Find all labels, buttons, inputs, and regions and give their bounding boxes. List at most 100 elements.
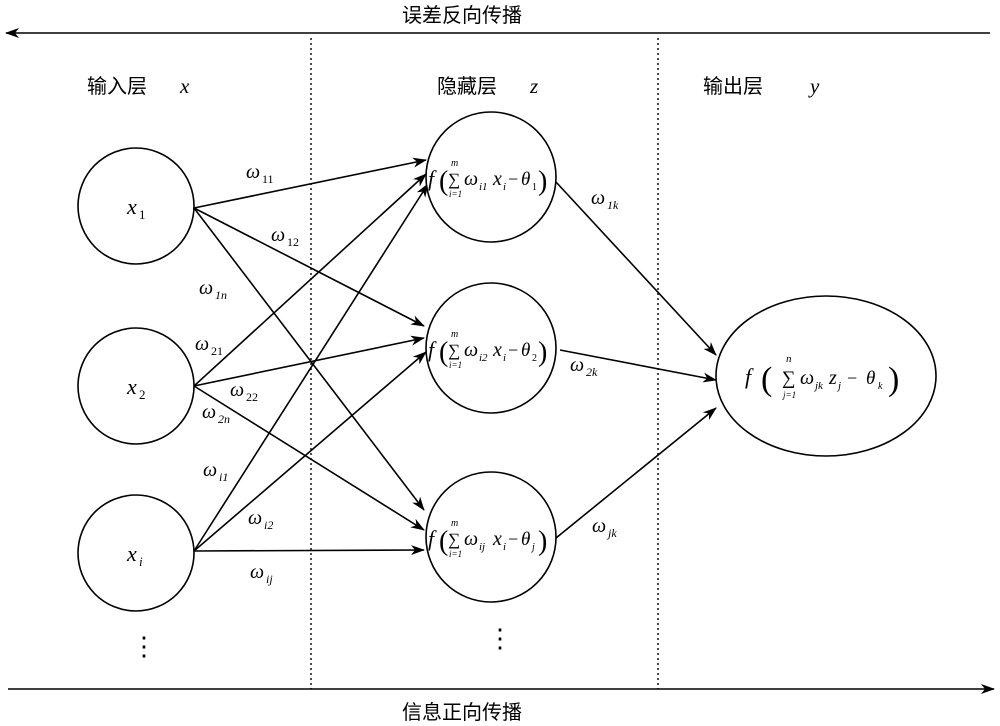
svg-text:∑: ∑ [448, 530, 460, 549]
svg-text:ω: ω [800, 367, 814, 389]
edge-x2-h2 [193, 335, 425, 387]
svg-text:∑: ∑ [782, 368, 796, 389]
edge-x1-h3 [193, 207, 425, 511]
svg-text:1: 1 [532, 182, 537, 193]
svg-text:ω: ω [464, 528, 478, 550]
svg-text:f: f [745, 364, 754, 389]
svg-text:ω: ω [248, 507, 262, 529]
svg-text:f: f [428, 337, 437, 362]
svg-text:): ) [538, 166, 547, 197]
input-node-x2: x 2 [77, 327, 195, 445]
weight-label-w1n: ω 1n [199, 277, 227, 302]
hidden-layer-header: 隐藏层 z [437, 74, 538, 98]
edge-h3-out [555, 407, 717, 539]
output-layer-header: 输出层 y [703, 74, 820, 98]
svg-text:ω: ω [203, 459, 217, 481]
svg-text:θ: θ [521, 169, 530, 190]
svg-text:ω: ω [199, 277, 213, 299]
svg-text:): ) [888, 361, 899, 398]
svg-text:(: ( [761, 361, 772, 398]
svg-text:i1: i1 [479, 181, 488, 193]
svg-text:−: − [847, 368, 857, 388]
svg-text:x: x [126, 541, 137, 566]
svg-text:z: z [529, 74, 538, 98]
svg-text:j: j [530, 542, 535, 553]
svg-text:ij: ij [479, 541, 485, 553]
weight-label-w22: ω 22 [230, 379, 258, 404]
svg-text:i: i [503, 181, 506, 193]
svg-text:): ) [538, 337, 547, 368]
svg-text:m: m [451, 158, 458, 169]
svg-text:1: 1 [139, 207, 146, 222]
edge-h1-out [555, 181, 717, 356]
svg-text:jk: jk [606, 526, 617, 540]
svg-text:2k: 2k [586, 365, 598, 379]
svg-text:ω: ω [195, 333, 209, 355]
svg-text:∑: ∑ [448, 170, 460, 189]
weight-label-wi2: ω i2 [248, 507, 273, 532]
svg-text:(: ( [439, 337, 448, 368]
weight-label-wij: ω ij [250, 561, 273, 586]
svg-text:ω: ω [570, 354, 584, 376]
output-node: f ( n ∑ j=1 ω jk z j − θ k ) [715, 295, 937, 457]
edge-x1-h1 [193, 157, 427, 209]
weight-label-w2n: ω 2n [202, 401, 230, 426]
svg-text:(: ( [439, 166, 448, 197]
svg-text:2: 2 [532, 353, 537, 364]
svg-text:输出层: 输出层 [703, 74, 763, 98]
svg-text:i=1: i=1 [449, 549, 462, 559]
svg-text:x: x [126, 194, 137, 219]
svg-text:(: ( [439, 526, 448, 557]
svg-text:2n: 2n [218, 412, 230, 426]
svg-text:ω: ω [250, 561, 264, 583]
edge-x2-h3 [193, 385, 425, 531]
svg-text:f: f [428, 166, 437, 191]
svg-text:ω: ω [230, 379, 244, 401]
svg-text:i2: i2 [264, 518, 273, 532]
svg-text:x: x [179, 74, 190, 98]
svg-text:ω: ω [271, 224, 285, 246]
svg-text:i: i [503, 541, 506, 553]
weight-label-wi1: ω i1 [203, 459, 228, 484]
weight-label-w21: ω 21 [195, 333, 223, 358]
svg-text:i: i [503, 352, 506, 364]
edge-x2-h1 [193, 173, 427, 387]
svg-text:j=1: j=1 [782, 390, 796, 400]
weight-label-w12: ω 12 [271, 224, 299, 249]
svg-text:j: j [836, 380, 841, 392]
svg-text:21: 21 [211, 344, 223, 358]
svg-text:f: f [428, 526, 437, 551]
backprop-label: 误差反向传播 [402, 3, 522, 27]
svg-text:ω: ω [591, 187, 605, 209]
svg-text:11: 11 [262, 172, 274, 186]
svg-text:1n: 1n [215, 288, 227, 302]
svg-text:ω: ω [464, 168, 478, 190]
svg-text:22: 22 [246, 390, 258, 404]
forward-label: 信息正向传播 [402, 700, 522, 724]
svg-text:m: m [451, 518, 458, 529]
svg-text:n: n [786, 353, 792, 365]
edge-xi-h1 [193, 183, 429, 552]
input-layer-header: 输入层 x [87, 74, 190, 98]
edge-xi-h2 [193, 351, 427, 552]
svg-text:jk: jk [813, 380, 824, 392]
weight-label-w11: ω 11 [246, 161, 274, 186]
input-ellipsis: ⋮ [131, 632, 157, 661]
svg-text:∑: ∑ [448, 341, 460, 360]
input-node-xi: x i [77, 494, 195, 612]
svg-text:θ: θ [866, 368, 875, 389]
svg-text:i=1: i=1 [449, 189, 462, 199]
svg-text:i1: i1 [219, 470, 228, 484]
weight-label-wjk: ω jk [592, 515, 617, 540]
svg-text:x: x [492, 339, 502, 361]
svg-text:2: 2 [139, 387, 146, 402]
hidden-ellipsis: ⋮ [487, 624, 513, 653]
svg-text:ω: ω [592, 515, 606, 537]
hidden-node-3: f ( m ∑ i=1 ω ij x i − θ j ) [425, 471, 557, 603]
hidden-node-2: f ( m ∑ i=1 ω i2 x i − θ 2 ) [425, 282, 557, 414]
svg-text:): ) [538, 526, 547, 557]
svg-text:−: − [508, 340, 518, 360]
svg-text:i: i [139, 554, 143, 569]
input-node-x1: x 1 [77, 147, 195, 265]
